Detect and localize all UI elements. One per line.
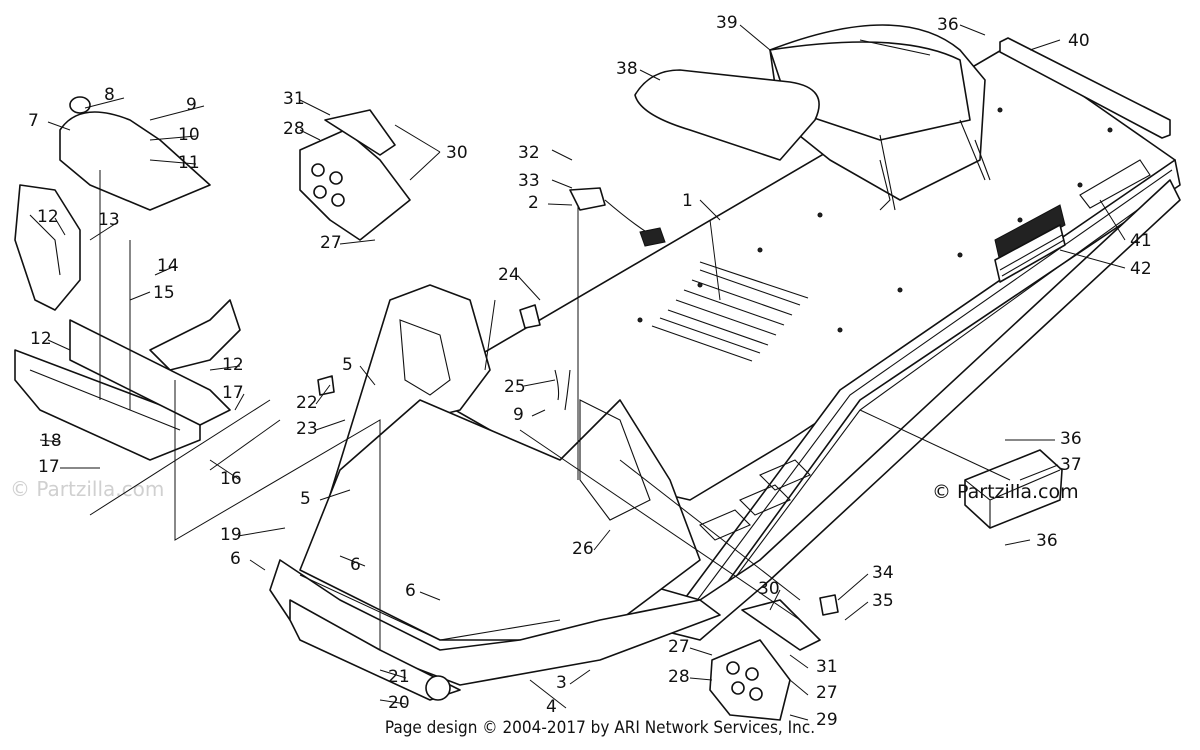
callout-8: 8 <box>104 85 115 105</box>
callout-28b: 28 <box>668 667 690 687</box>
left-bracket-13 <box>14 184 81 311</box>
callout-31b: 31 <box>816 657 838 677</box>
block-37 <box>964 449 1063 529</box>
callout-29: 29 <box>816 710 838 730</box>
callout-13: 13 <box>98 210 120 230</box>
callout-27b: 27 <box>668 637 690 657</box>
callout-26: 26 <box>572 539 594 559</box>
callout-14: 14 <box>157 256 179 276</box>
callout-17b: 17 <box>38 457 60 477</box>
callout-6c: 6 <box>405 581 416 601</box>
callout-34: 34 <box>872 563 894 583</box>
callout-labels: 1 2 3 4 5 5 6 6 6 7 8 9 9 10 11 12 12 12… <box>28 13 1152 730</box>
callout-28a: 28 <box>283 119 305 139</box>
callout-36b: 36 <box>1060 429 1082 449</box>
callout-3: 3 <box>556 673 567 693</box>
callout-37: 37 <box>1060 455 1082 475</box>
deck-slots <box>651 261 809 362</box>
callout-16: 16 <box>220 469 242 489</box>
callout-22: 22 <box>296 393 318 413</box>
callout-6a: 6 <box>230 549 241 569</box>
lower-bracket-28 <box>709 599 821 721</box>
callout-12a: 12 <box>37 207 59 227</box>
callout-9a: 9 <box>186 95 197 115</box>
callout-12b: 12 <box>30 329 52 349</box>
callout-39: 39 <box>716 13 738 33</box>
upper-bracket-28 <box>299 109 411 241</box>
seat-pad <box>634 69 820 161</box>
callout-42: 42 <box>1130 259 1152 279</box>
chassis-tunnel <box>269 44 1181 701</box>
callout-31a: 31 <box>283 89 305 109</box>
callout-7: 7 <box>28 111 39 131</box>
callout-41: 41 <box>1130 231 1152 251</box>
page-footer: Page design © 2004-2017 by ARI Network S… <box>384 718 816 738</box>
callout-6b: 6 <box>350 555 361 575</box>
callout-10: 10 <box>178 125 200 145</box>
callout-21: 21 <box>388 667 410 687</box>
callout-25: 25 <box>504 377 526 397</box>
callout-40: 40 <box>1068 31 1090 51</box>
callout-leaders <box>39 24 1126 721</box>
callout-12c: 12 <box>222 355 244 375</box>
callout-27a: 27 <box>320 233 342 253</box>
callout-5a: 5 <box>342 355 353 375</box>
callout-38: 38 <box>616 59 638 79</box>
leader-lines <box>89 170 1011 650</box>
callout-4: 4 <box>546 697 557 717</box>
callout-36a: 36 <box>937 15 959 35</box>
callout-24: 24 <box>498 265 520 285</box>
side-vents <box>994 204 1066 283</box>
callout-1: 1 <box>682 191 693 211</box>
callout-5b: 5 <box>300 489 311 509</box>
front-cover-7 <box>59 111 211 211</box>
callout-15: 15 <box>153 283 175 303</box>
watermark-left: © Partzilla.com <box>10 477 164 501</box>
callout-35: 35 <box>872 591 894 611</box>
callout-30a: 30 <box>446 143 468 163</box>
callout-19: 19 <box>220 525 242 545</box>
callout-32: 32 <box>518 143 540 163</box>
hardware <box>317 187 839 701</box>
callout-2: 2 <box>528 193 539 213</box>
rear-rail-strip <box>999 37 1171 139</box>
callout-27c: 27 <box>816 683 838 703</box>
seat <box>769 24 991 211</box>
callout-9b: 9 <box>513 405 524 425</box>
callout-17a: 17 <box>222 383 244 403</box>
callout-23: 23 <box>296 419 318 439</box>
callout-36c: 36 <box>1036 531 1058 551</box>
watermark-right: © Partzilla.com <box>932 481 1079 503</box>
callout-33: 33 <box>518 171 540 191</box>
callout-30b: 30 <box>758 579 780 599</box>
